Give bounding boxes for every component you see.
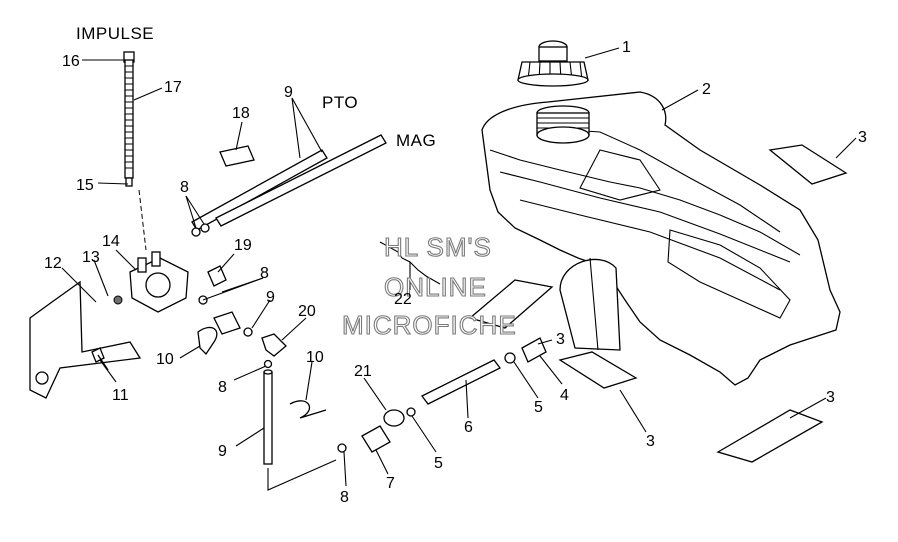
fuel-line-vertical — [263, 371, 273, 465]
callout-6: 6 — [464, 419, 473, 436]
callout-7: 7 — [386, 475, 395, 492]
watermark-line-2: ONLINE — [384, 272, 487, 302]
callout-22: 22 — [394, 291, 412, 308]
hose-clamp-10b — [289, 400, 327, 419]
callout-15: 15 — [76, 177, 94, 194]
foam-pad-4 — [716, 409, 824, 463]
callout-5-right: 5 — [534, 399, 543, 416]
callout-8-mid: 8 — [260, 265, 269, 282]
callout-9-low: 9 — [218, 443, 227, 460]
watermark-line-1: HL SM'S — [384, 232, 492, 262]
callout-17: 17 — [164, 79, 182, 96]
check-valve — [261, 333, 287, 357]
callout-5-left: 5 — [434, 455, 443, 472]
callout-8-bottom: 8 — [340, 489, 349, 506]
callout-3-low: 3 — [646, 433, 655, 450]
callout-3-top: 3 — [858, 129, 867, 146]
hose-clamp-10a — [197, 326, 218, 356]
callout-10-left: 10 — [156, 351, 174, 368]
clamp-8d — [263, 359, 273, 369]
callout-14: 14 — [102, 233, 120, 250]
clamp-8c — [243, 327, 253, 337]
watermark-line-3: MICROFICHE — [342, 310, 517, 340]
impulse-line — [123, 51, 147, 251]
callout-8-low: 8 — [218, 379, 227, 396]
hose-short — [213, 311, 241, 335]
callout-1: 1 — [622, 39, 631, 56]
label-impulse: IMPULSE — [76, 24, 154, 43]
foam-pad-3 — [558, 351, 638, 389]
callout-12: 12 — [44, 255, 62, 272]
fuel-tank — [481, 91, 841, 386]
leader-lines — [61, 47, 857, 487]
callout-16: 16 — [62, 53, 80, 70]
line-clip — [219, 145, 255, 167]
callout-3-mid: 3 — [556, 331, 565, 348]
fuel-cap — [517, 40, 589, 87]
fuel-line-mag — [215, 134, 387, 227]
callout-8-top: 8 — [180, 179, 189, 196]
foam-pad-1 — [768, 144, 848, 185]
callout-11: 11 — [112, 387, 129, 404]
fitting-19 — [207, 265, 227, 287]
shutoff-valve — [383, 409, 405, 427]
label-mag: MAG — [396, 131, 436, 150]
foam-pad-2 — [468, 279, 554, 329]
bracket-hole — [35, 371, 49, 385]
label-pto: PTO — [322, 93, 358, 112]
valve-7 — [361, 425, 391, 453]
callout-13: 13 — [82, 249, 100, 266]
callout-3-right: 3 — [826, 389, 835, 406]
fuel-tube-6 — [421, 359, 501, 405]
callout-20: 20 — [298, 303, 316, 320]
fuel-line-pto — [191, 149, 328, 231]
clamp-5a — [504, 352, 516, 364]
mounting-bracket — [29, 280, 142, 399]
clamp-8b — [200, 223, 210, 233]
callout-9-top: 9 — [284, 84, 293, 101]
callout-21: 21 — [354, 363, 372, 380]
clamp-8a — [191, 227, 201, 237]
callout-10-right: 10 — [306, 349, 324, 366]
screw-11 — [91, 347, 109, 371]
callout-18: 18 — [232, 105, 250, 122]
clamp-5b — [406, 407, 416, 417]
fuel-pump — [113, 251, 189, 313]
callout-4: 4 — [560, 387, 569, 404]
callout-2: 2 — [702, 81, 711, 98]
clamp-8e — [337, 443, 347, 453]
callout-9-mid: 9 — [266, 289, 275, 306]
callout-19: 19 — [234, 237, 252, 254]
